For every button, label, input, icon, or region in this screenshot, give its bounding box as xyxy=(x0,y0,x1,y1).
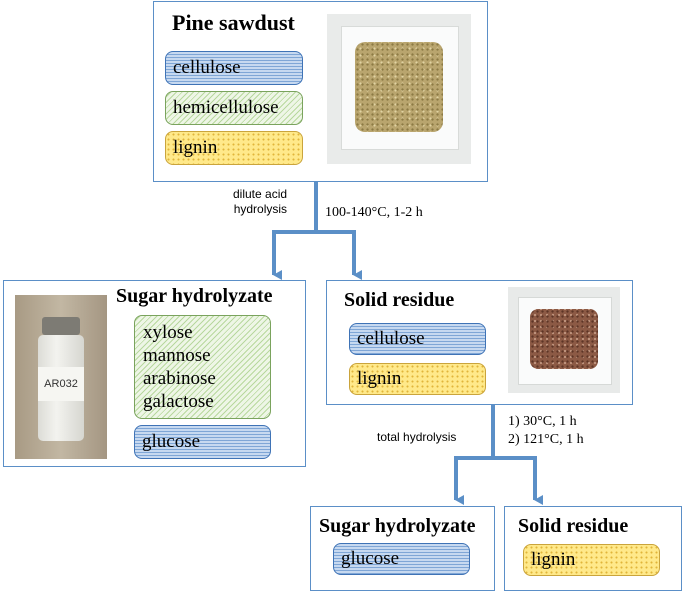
pine-sawdust-title: Pine sawdust xyxy=(172,10,295,35)
sugar-hydrolyzate-title-2: Sugar hydrolyzate xyxy=(319,515,476,537)
cellulose-pill: cellulose xyxy=(165,51,303,85)
dilute-acid-label: dilute acid hydrolysis xyxy=(233,187,288,216)
total-hydrolysis-label: total hydrolysis xyxy=(377,430,457,444)
sugar-hydrolyzate-box-1: Sugar hydrolyzate AR032 xylose mannose a… xyxy=(3,280,306,467)
sugar-hydrolyzate-box-2: Sugar hydrolyzate glucose xyxy=(310,506,495,591)
step2-conditions: 1) 30°C, 1 h 2) 121°C, 1 h xyxy=(508,414,584,447)
glucose-pill-2: glucose xyxy=(333,543,470,575)
lignin-pill-final: lignin xyxy=(523,544,660,576)
hemicellulose-pill: hemicellulose xyxy=(165,91,303,125)
step1-conditions: 100-140°C, 1-2 h xyxy=(325,205,423,220)
vial-label: AR032 xyxy=(38,367,84,401)
solid-residue-box-1: Solid residue cellulose lignin xyxy=(326,280,633,405)
solid-residue-title-1: Solid residue xyxy=(344,289,455,311)
lignin-pill: lignin xyxy=(165,131,303,165)
glucose-pill-1: glucose xyxy=(134,425,271,459)
residue-tray-photo xyxy=(508,287,620,393)
pine-sawdust-box: Pine sawdust cellulose hemicellulose lig… xyxy=(153,1,488,182)
vial-photo: AR032 xyxy=(15,295,107,459)
solid-residue-title-2: Solid residue xyxy=(518,515,629,537)
cellulose-pill-residue: cellulose xyxy=(349,323,486,355)
lignin-pill-residue: lignin xyxy=(349,363,486,395)
sugar-hydrolyzate-title-1: Sugar hydrolyzate xyxy=(116,285,273,307)
sawdust-tray-photo xyxy=(327,14,471,164)
solid-residue-box-2: Solid residue lignin xyxy=(504,506,682,591)
sugars-pill: xylose mannose arabinose galactose xyxy=(134,315,271,419)
